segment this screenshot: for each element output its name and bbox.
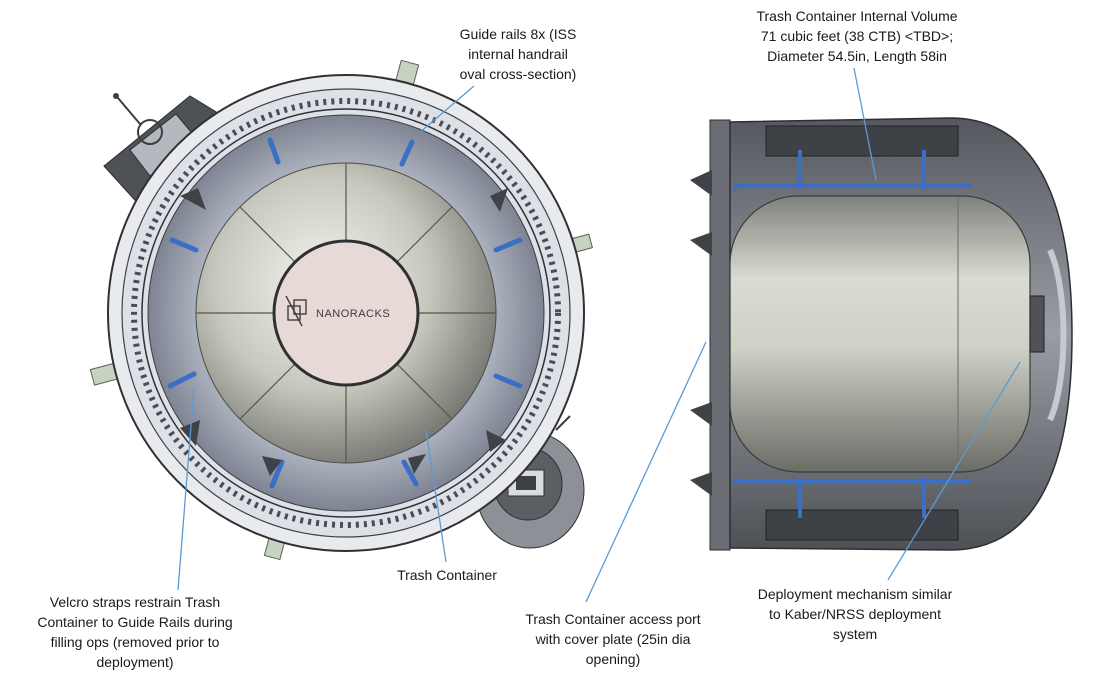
- callout-line: filling ops (removed prior to: [50, 634, 220, 650]
- callout-line: internal handrail: [468, 46, 568, 62]
- callout-line: Deployment mechanism similar: [757, 586, 953, 602]
- side-view: [690, 117, 1073, 551]
- leader-access-port: [585, 341, 707, 603]
- blue-guide-rails: [167, 137, 523, 489]
- callout-guide-rails: Guide rails 8x (ISS internal handrail ov…: [428, 24, 608, 84]
- nanoracks-logo-icon: [285, 295, 307, 327]
- deployment-mechanism: [1029, 295, 1045, 353]
- end-view: NANORACKS: [89, 59, 594, 561]
- flange-brackets: [690, 170, 712, 496]
- callout-line: Container to Guide Rails during: [37, 614, 233, 630]
- nanoracks-logo-text: NANORACKS: [316, 308, 390, 320]
- trash-container-cylinder: [729, 195, 1031, 473]
- callout-line: to Kaber/NRSS deployment: [769, 606, 941, 622]
- leader-trash-container: [425, 429, 447, 563]
- guide-rail-ring: [131, 98, 561, 528]
- callout-line: Guide rails 8x (ISS: [459, 26, 577, 42]
- callout-line: oval cross-section): [459, 66, 577, 82]
- side-blue-rails: [734, 150, 972, 518]
- leader-lines: [177, 67, 1021, 603]
- leader-velcro-straps: [177, 387, 195, 591]
- leader-internal-volume: [853, 67, 877, 181]
- callout-line: Trash Container Internal Volume: [756, 8, 958, 24]
- callout-access-port: Trash Container access port with cover p…: [488, 609, 738, 669]
- callout-line: with cover plate (25in dia: [535, 631, 691, 647]
- leader-guide-rails: [417, 85, 475, 135]
- callout-line: deployment): [96, 654, 174, 670]
- callout-deployment-mechanism: Deployment mechanism similar to Kaber/NR…: [730, 584, 980, 644]
- callout-line: Diameter 54.5in, Length 58in: [767, 48, 947, 64]
- callout-line: Velcro straps restrain Trash: [49, 594, 221, 610]
- callout-line: Trash Container access port: [525, 611, 701, 627]
- callout-velcro-straps: Velcro straps restrain Trash Container t…: [10, 592, 260, 672]
- callout-line: 71 cubic feet (38 CTB) <TBD>;: [760, 28, 954, 44]
- callout-line: system: [832, 626, 878, 642]
- callout-trash-container: Trash Container: [372, 565, 522, 585]
- leader-deployment-mechanism: [887, 361, 1021, 581]
- dome-seams: [196, 163, 496, 463]
- access-port-cover-plate: [272, 239, 420, 387]
- callout-internal-volume: Trash Container Internal Volume 71 cubic…: [712, 6, 1002, 66]
- rail-brackets: [180, 188, 508, 476]
- deployer-flange: [709, 119, 731, 551]
- callout-line: Trash Container: [397, 567, 497, 583]
- callout-line: opening): [585, 651, 641, 667]
